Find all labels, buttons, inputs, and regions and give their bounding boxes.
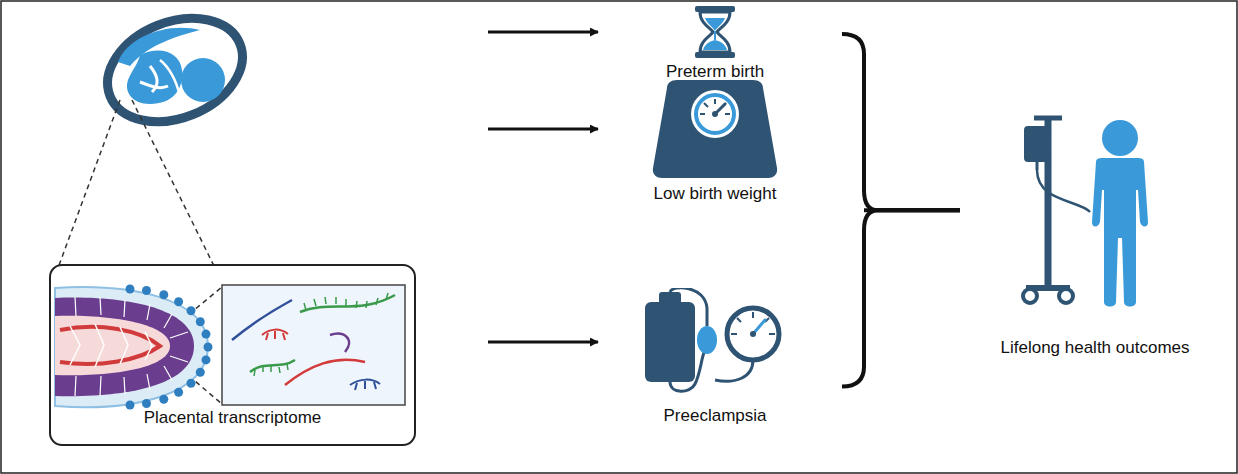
icon-holder: [645, 80, 785, 178]
placenta-node: Placental transcriptome: [20, 10, 488, 455]
node-label: Preeclampsia: [664, 406, 767, 426]
outcome-node: Preeclampsia: [600, 288, 830, 426]
node-label: Lifelong health outcomes: [1000, 338, 1189, 358]
rna-panel: [222, 285, 405, 405]
gestational-sac: [92, 0, 258, 141]
node-label: Placental transcriptome: [50, 408, 415, 428]
outcome-node: Preterm birth: [600, 6, 830, 82]
brace-connector: [842, 210, 960, 386]
blood-pressure-icon: [645, 288, 785, 396]
hourglass-icon: [685, 6, 745, 58]
icon-holder: [685, 6, 745, 58]
arrow-connector: [488, 128, 598, 131]
brace-connector: [842, 34, 960, 210]
outcome-node: Lifelong health outcomes: [960, 112, 1230, 358]
outcome-node: Low birth weight: [600, 80, 830, 204]
iv-patient-icon: [1020, 112, 1170, 308]
node-label: Preterm birth: [666, 62, 764, 82]
brace-connector: [864, 208, 960, 212]
icon-holder: [1020, 112, 1170, 308]
scale-icon: [645, 80, 785, 178]
transcriptome-box: [50, 265, 415, 445]
arrow-connector: [488, 31, 598, 34]
arrow-connector: [488, 341, 598, 344]
rna-strands: [232, 293, 395, 390]
villus: [55, 285, 213, 410]
node-label: Low birth weight: [654, 184, 777, 204]
icon-holder: [645, 288, 785, 396]
